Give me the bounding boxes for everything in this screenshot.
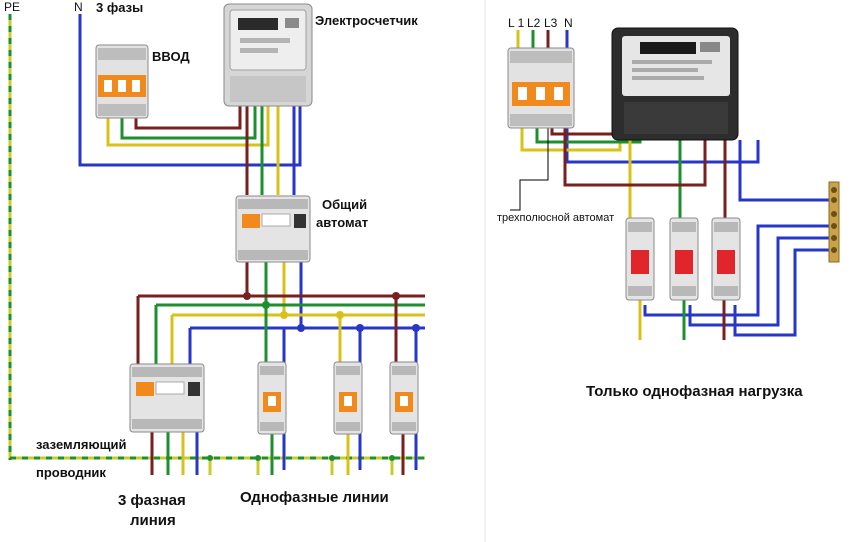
label-single-phase-only: Только однофазная нагрузка	[586, 383, 803, 400]
label-tripole-breaker: трехполюсной автомат	[497, 212, 615, 224]
right-tripole-breaker	[507, 47, 575, 129]
right-meter-outputs	[510, 128, 835, 218]
single-phase-breaker-1	[257, 361, 287, 435]
label-l3: L3	[544, 16, 558, 30]
pe-conductor	[8, 14, 425, 460]
right-electric-meter	[611, 27, 739, 141]
electric-meter	[223, 3, 313, 107]
single-phase-outputs	[256, 432, 405, 475]
label-meter: Электросчетчик	[315, 13, 418, 28]
right-breaker-outputs	[638, 298, 726, 340]
junction-dots	[207, 292, 420, 461]
three-phase-outputs	[150, 430, 212, 475]
bus-drops-three-phase	[136, 296, 192, 365]
meter-to-main-breaker-wires	[245, 105, 296, 195]
right-single-breaker-2	[669, 217, 699, 301]
label-n-left: N	[74, 0, 83, 14]
label-ground-2: проводник	[36, 465, 106, 480]
three-phase-rcd	[129, 363, 205, 433]
label-l2: L2	[527, 16, 541, 30]
label-single-phase-lines: Однофазные линии	[240, 489, 389, 506]
right-neutral-bus	[828, 181, 840, 263]
label-input: ВВОД	[152, 49, 190, 64]
neutral-wire-left	[78, 14, 302, 167]
input-breaker	[95, 44, 149, 119]
label-n-right: N	[564, 16, 573, 30]
label-l1: L 1	[508, 16, 525, 30]
right-neutral-returns	[643, 224, 835, 337]
label-pe: PE	[4, 0, 21, 14]
label-three-phases: 3 фазы	[96, 0, 144, 15]
main-breaker	[235, 195, 311, 263]
input-to-meter-wires	[106, 105, 270, 147]
right-single-breaker-1	[625, 217, 655, 301]
single-phase-breaker-3	[389, 361, 419, 435]
label-three-phase-line-2: линия	[130, 512, 176, 529]
label-main-breaker-1: Общий	[322, 197, 368, 212]
label-three-phase-line-1: 3 фазная	[118, 492, 186, 509]
right-single-breaker-3	[711, 217, 741, 301]
label-main-breaker-2: автомат	[316, 215, 369, 230]
distribution-buses	[138, 294, 425, 330]
label-ground-1: заземляющий	[36, 437, 127, 452]
single-phase-breaker-2	[333, 361, 363, 435]
